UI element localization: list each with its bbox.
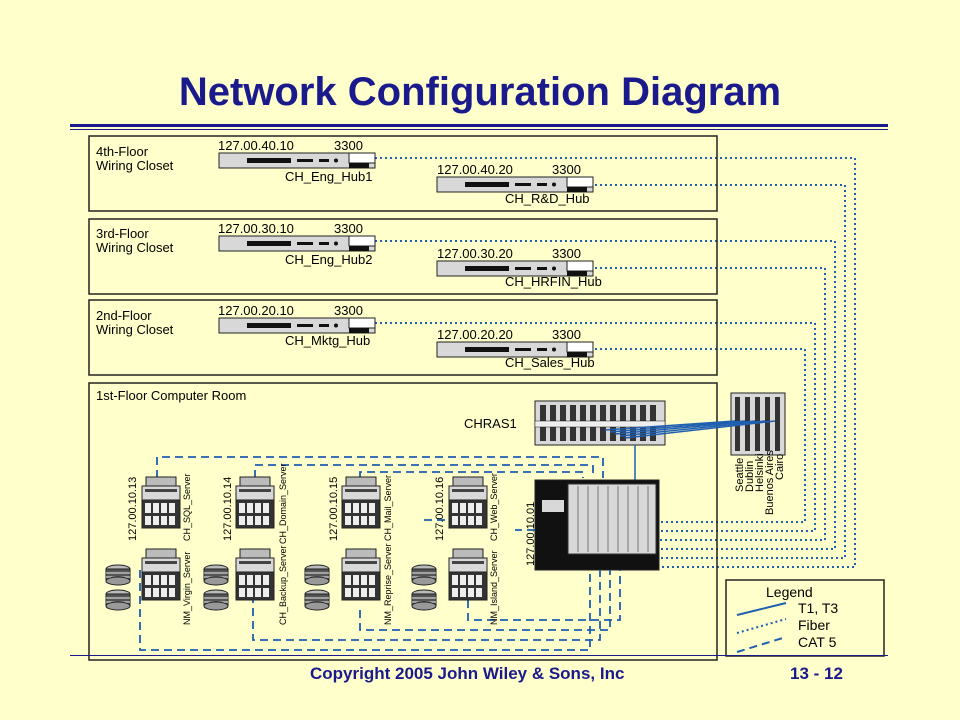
- hub-ip: 127.00.40.10: [218, 138, 294, 153]
- server-name: CH_Domain_Server: [278, 463, 288, 544]
- floor-4-label-2: Wiring Closet: [96, 158, 174, 173]
- legend-title: Legend: [766, 584, 813, 600]
- server-name-labels: CH_SQL_Server CH_Domain_Server CH_Mail_S…: [182, 463, 499, 625]
- server-icon: [141, 476, 181, 529]
- hub-model: 3300: [334, 303, 363, 318]
- server-ip: 127.00.10.15: [328, 477, 340, 541]
- server-icon: [341, 548, 381, 601]
- page-title: Network Configuration Diagram: [178, 70, 782, 114]
- hub-ip: 127.00.30.10: [218, 221, 294, 236]
- server-name: CH_Mail_Server: [383, 475, 393, 541]
- floor-4-label-1: 4th-Floor: [96, 144, 149, 159]
- city-label: Helsinki: [754, 453, 766, 492]
- disk-icon: [304, 564, 330, 586]
- legend-item: Fiber: [798, 617, 830, 633]
- hub-model: 3300: [334, 221, 363, 236]
- server-name: CH_Backup_Server: [278, 545, 288, 625]
- disk-icon: [105, 564, 131, 586]
- city-label: Cairo: [774, 454, 786, 480]
- hub-model: 3300: [334, 138, 363, 153]
- hub-icon: [218, 317, 376, 334]
- title-underline: [70, 124, 888, 127]
- modem-city-labels: Seattle Dublin Helsinki Buenos Aires Cai…: [734, 450, 786, 515]
- computer-room-box: [88, 382, 718, 661]
- server-group-2: [203, 476, 275, 611]
- page-number: 13 - 12: [790, 664, 843, 683]
- server-group-4: [411, 476, 488, 611]
- server-ip: 127.00.10.13: [127, 477, 139, 541]
- city-label: Dublin: [744, 461, 756, 492]
- floor-3-box: [88, 218, 718, 295]
- hub-name: CH_Eng_Hub2: [285, 252, 372, 267]
- legend-item: CAT 5: [798, 634, 837, 650]
- ras-device-icon: [534, 400, 666, 446]
- legend-item: T1, T3: [798, 600, 838, 616]
- disk-icon: [411, 589, 437, 611]
- title-underline-thin: [70, 129, 888, 130]
- server-icon: [235, 476, 275, 529]
- server-icon: [448, 548, 488, 601]
- hub-ip: 127.00.20.10: [218, 303, 294, 318]
- core-switch-icon: [534, 479, 660, 571]
- hub-model: 3300: [552, 246, 581, 261]
- floor-3-label-2: Wiring Closet: [96, 240, 174, 255]
- footer-rule: [70, 655, 888, 656]
- hub-ip: 127.00.30.20: [437, 246, 513, 261]
- floor-2-label-2: Wiring Closet: [96, 322, 174, 337]
- server-group-1: [105, 476, 181, 611]
- switch-ip: 127.00.10.01: [525, 502, 537, 566]
- hub-icon: [436, 176, 594, 193]
- hub-name: CH_Sales_Hub: [505, 355, 595, 370]
- fiber-links: [375, 157, 856, 568]
- floor-2-label-1: 2nd-Floor: [96, 308, 152, 323]
- server-group-3: [304, 476, 381, 611]
- server-ip: 127.00.10.16: [434, 477, 446, 541]
- server-ip: 127.00.10.14: [222, 477, 234, 541]
- server-icon: [141, 548, 181, 601]
- hub-ip: 127.00.20.20: [437, 327, 513, 342]
- server-name: NM_Island_Server: [489, 550, 499, 625]
- computer-room-label: 1st-Floor Computer Room: [96, 388, 246, 403]
- server-name: NM_Virgin_Server: [182, 552, 192, 625]
- legend: Legend T1, T3 Fiber CAT 5: [725, 579, 885, 657]
- server-icon: [235, 548, 275, 601]
- legend-fiber-swatch: [736, 618, 787, 634]
- hub-icon: [218, 235, 376, 252]
- city-label: Buenos Aires: [764, 450, 776, 515]
- disk-icon: [411, 564, 437, 586]
- hub-name: CH_HRFIN_Hub: [505, 274, 602, 289]
- server-ip-labels: 127.00.10.13 127.00.10.14 127.00.10.15 1…: [127, 477, 446, 541]
- hub-name: CH_R&D_Hub: [505, 191, 590, 206]
- hub-name: CH_Eng_Hub1: [285, 169, 372, 184]
- hub-name: CH_Mktg_Hub: [285, 333, 370, 348]
- server-icon: [448, 476, 488, 529]
- hub-icon: [218, 152, 376, 169]
- disk-icon: [203, 589, 229, 611]
- hub-ip: 127.00.40.20: [437, 162, 513, 177]
- server-name: NM_Reprise_Server: [383, 543, 393, 625]
- disk-icon: [304, 589, 330, 611]
- disk-icon: [203, 564, 229, 586]
- server-name: CH_SQL_Server: [182, 473, 192, 541]
- server-icon: [341, 476, 381, 529]
- legend-t1-swatch: [736, 602, 787, 616]
- hub-model: 3300: [552, 327, 581, 342]
- server-name: CH_Web_Server: [489, 473, 499, 541]
- t1-t3-links: [604, 420, 776, 480]
- ras-label: CHRAS1: [464, 416, 517, 431]
- hub-model: 3300: [552, 162, 581, 177]
- floor-4-box: [88, 135, 718, 212]
- copyright-text: Copyright 2005 John Wiley & Sons, Inc: [310, 664, 625, 683]
- disk-icon: [105, 589, 131, 611]
- cat5-links: [139, 456, 621, 651]
- floor-2-box: [88, 299, 718, 376]
- legend-cat5-swatch: [736, 636, 787, 653]
- floor-3-label-1: 3rd-Floor: [96, 226, 149, 241]
- city-label: Seattle: [734, 458, 746, 492]
